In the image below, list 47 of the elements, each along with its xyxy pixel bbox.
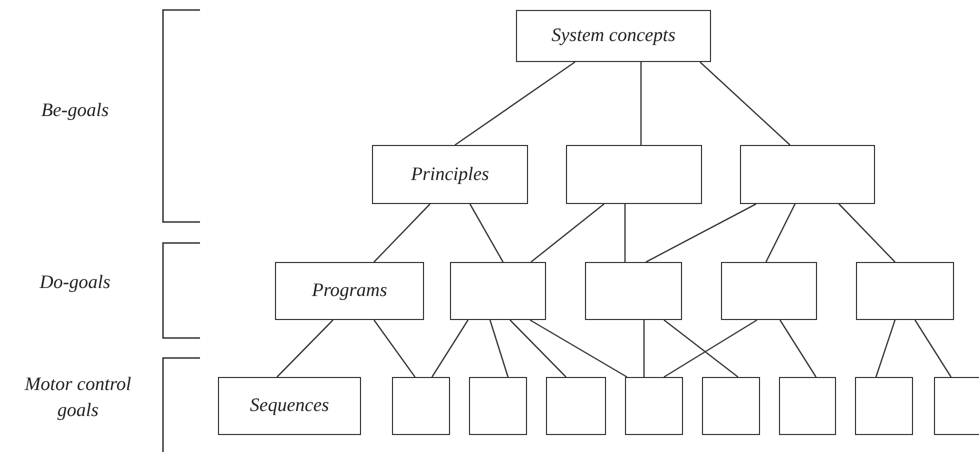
goal-box (516, 10, 711, 62)
connector-line (374, 204, 430, 262)
connector-line (276, 320, 334, 378)
empty-box (585, 262, 682, 320)
empty-box (855, 377, 913, 435)
empty-box (546, 377, 606, 435)
connector-line (664, 319, 738, 378)
connector-line (765, 204, 796, 262)
empty-box (702, 377, 760, 435)
connector-line (454, 61, 576, 146)
connector-line (875, 320, 896, 378)
connector-line (914, 320, 952, 378)
empty-box (392, 377, 450, 435)
empty-box (721, 262, 817, 320)
node-label: Programs (312, 280, 388, 302)
empty-box (566, 145, 702, 204)
empty-box (450, 262, 546, 320)
empty-box (934, 377, 979, 435)
connector-line (779, 320, 817, 378)
connector-line (700, 62, 790, 146)
empty-box (856, 262, 954, 320)
empty-box (625, 377, 683, 435)
connector-line (510, 320, 566, 378)
empty-box (469, 377, 527, 435)
connector-line (489, 320, 509, 378)
connector-line (624, 204, 626, 262)
connector-line (640, 62, 642, 145)
goal-box (275, 262, 424, 320)
node-label: System concepts (552, 25, 676, 47)
level-label: Motor control goals (24, 373, 132, 423)
connector-line (664, 319, 758, 378)
connector-line (530, 319, 628, 378)
connector-line (469, 204, 504, 262)
connector-line (431, 320, 469, 378)
empty-box (779, 377, 836, 435)
goal-box (372, 145, 528, 204)
connector-line (838, 204, 896, 262)
node-label: Sequences (250, 395, 330, 417)
empty-box (740, 145, 875, 204)
connector-line (530, 204, 604, 262)
connector-line (643, 320, 645, 377)
node-label: Principles (410, 164, 490, 186)
connector-line (646, 203, 756, 263)
level-label: Be-goals (40, 99, 110, 123)
connector-line (373, 320, 416, 378)
level-label: Do-goals (38, 271, 112, 295)
goal-box (218, 377, 361, 435)
